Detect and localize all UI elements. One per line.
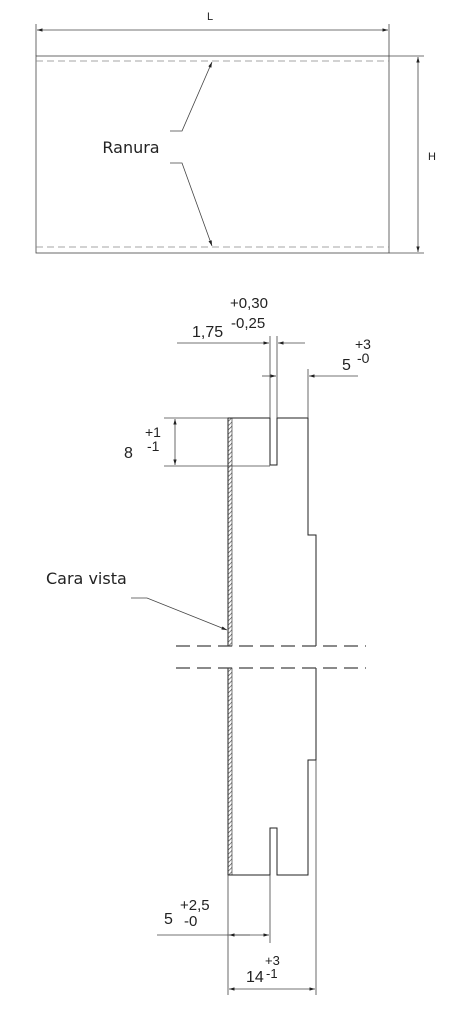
dim-slot-minus: -0,25	[231, 315, 265, 332]
dim-14-minus: -1	[266, 966, 278, 981]
visible-face-hatch-lower	[227, 667, 233, 876]
dim-5-top-value: 5	[342, 357, 351, 374]
visible-face-hatch-upper	[227, 417, 233, 647]
dim-5-bottom-value: 5	[164, 911, 173, 928]
visible-face-label: Cara vista	[46, 569, 127, 588]
dim-14-value: 14	[246, 969, 264, 986]
visible-face-leader	[131, 597, 228, 631]
panel-outline	[35, 55, 390, 254]
top-view: L H Ranura	[35, 11, 436, 254]
profile-lower-outline	[227, 668, 317, 876]
dim-5-top-minus: -0	[357, 350, 370, 366]
dim-8-value: 8	[124, 445, 133, 462]
groove-label: Ranura	[102, 138, 159, 157]
profile-upper-outline	[227, 417, 317, 646]
height-label: H	[428, 151, 436, 163]
dim-8-plus: +1	[145, 424, 161, 440]
groove-leader-bottom	[170, 162, 213, 247]
dim-slot-plus: +0,30	[230, 295, 268, 312]
groove-leader-top	[170, 61, 213, 132]
dim-8-minus: -1	[147, 438, 160, 454]
dim-175-value: 1,75	[192, 324, 223, 341]
dim-5-top-plus: +3	[355, 336, 371, 352]
length-label: L	[207, 11, 213, 23]
dim-5-bottom-minus: -0	[184, 913, 197, 930]
dim-14-plus: +3	[265, 953, 280, 968]
dim-5-bottom-plus: +2,5	[180, 897, 210, 914]
section-view: 1,75 +0,30 -0,25 5 +3 -0 8 +1 -1 Cara vi…	[46, 295, 371, 995]
